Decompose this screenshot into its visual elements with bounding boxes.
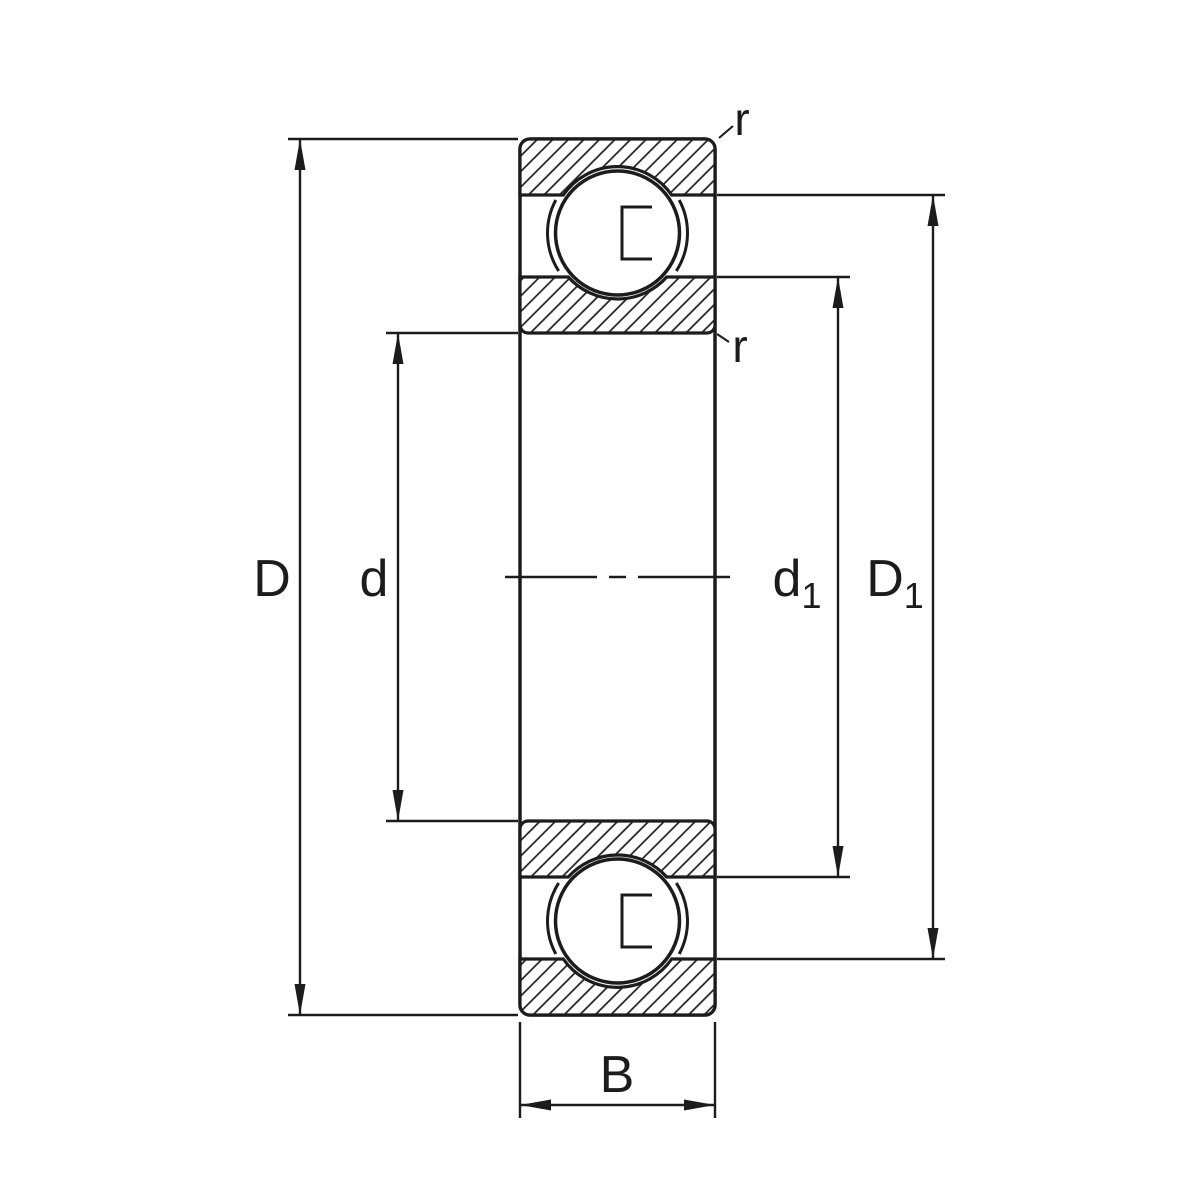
r-top-label: r [734, 93, 749, 145]
dim-B-arrow-right [684, 1099, 715, 1111]
chamfer-label-top: r [718, 93, 750, 145]
inner-ring-top-section [518, 275, 717, 335]
outer-ring-bottom-section [518, 957, 717, 1017]
cage-section-bottom [620, 893, 652, 949]
outer-ring-top-section [518, 137, 717, 197]
raceway-arc-top-right [675, 199, 689, 272]
dimension-D: D [253, 137, 518, 1017]
dim-d1-arrow-up [832, 277, 844, 308]
dim-d-label: d [360, 550, 389, 608]
r-inner-label: r [732, 320, 747, 372]
cage-section-top [620, 205, 652, 261]
dim-d1-label: d1 [773, 550, 822, 616]
dim-D-arrow-down [294, 984, 306, 1015]
dimension-D1: D1 [717, 193, 945, 961]
ball-top [553, 169, 682, 297]
dim-D-arrow-up [294, 139, 306, 170]
dim-d-arrow-up [392, 333, 404, 364]
dim-D1-arrow-up [927, 195, 939, 226]
chamfer-label-inner: r [716, 320, 748, 372]
dim-d1-arrow-down [832, 846, 844, 877]
dim-D-label: D [253, 550, 291, 608]
ball-bottom [553, 857, 682, 985]
dim-d1-label-base: d [773, 550, 802, 608]
dim-D1-label: D1 [866, 550, 924, 616]
r-top-leader [718, 125, 734, 139]
inner-ring-bottom-section [518, 819, 717, 879]
r-inner-leader [716, 333, 730, 343]
dim-d1-label-sub: 1 [801, 575, 821, 616]
dimension-B: B [518, 1022, 717, 1118]
dim-D1-arrow-down [927, 928, 939, 959]
dimension-d1: d1 [717, 275, 850, 879]
dim-D1-label-base: D [866, 550, 904, 608]
dim-d-arrow-down [392, 790, 404, 821]
raceway-arc-bottom-left [546, 882, 560, 955]
raceway-arc-top-left [546, 199, 560, 272]
dim-B-label: B [600, 1046, 635, 1104]
raceway-arc-bottom-right [675, 882, 689, 955]
dim-B-arrow-left [520, 1099, 551, 1111]
dim-D1-label-sub: 1 [904, 575, 924, 616]
dimension-d: d [360, 331, 518, 823]
